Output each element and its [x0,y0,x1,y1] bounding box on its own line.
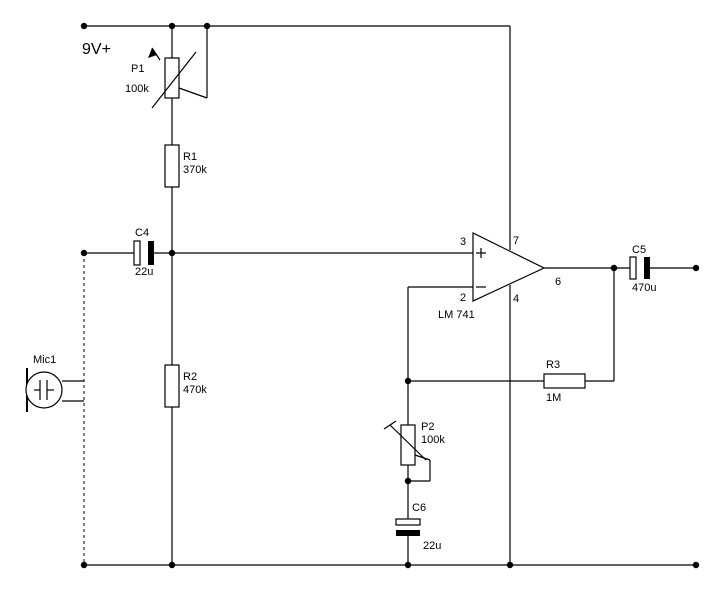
c6-ref-label: C6 [412,502,426,514]
supply-label: 9V+ [82,41,111,58]
opamp-pin4-label: 4 [513,293,519,305]
opamp-pin7-label: 7 [513,235,519,247]
opamp-pin2-label: 2 [460,292,466,304]
wire [414,454,431,461]
capacitor-c4 [133,240,154,266]
r3-value-label: 1M [546,392,561,404]
r2-value-label: 470k [183,384,207,396]
opamp-lm741 [472,232,546,302]
r1-value-label: 370k [183,164,207,176]
r3-ref-label: R3 [546,359,560,371]
c5-value-label: 470u [632,282,656,294]
resistor-r3 [543,373,586,389]
c4-ref-label: C4 [135,227,149,239]
c6-value-label: 22u [423,540,441,552]
opamp-pin6-label: 6 [555,276,561,288]
opamp-pin3-label: 3 [460,236,466,248]
capacitor-c6 [395,518,421,536]
resistor-r2 [164,364,180,408]
microphone-mic1 [25,368,84,412]
c4-value-label: 22u [135,266,153,278]
p2-ref-label: P2 [421,421,434,433]
mic1-ref-label: Mic1 [33,354,56,366]
p2-value-label: 100k [421,434,445,446]
resistor-r1 [164,144,180,188]
p1-ref-label: P1 [131,63,144,75]
p1-value-label: 100k [125,83,149,95]
r1-ref-label: R1 [183,151,197,163]
wire [178,87,208,99]
potentiometer-p2 [383,420,427,466]
junction-dots [80,22,700,569]
potentiometer-p1 [148,47,197,109]
opamp-ref-label: LM 741 [438,309,475,321]
c5-ref-label: C5 [632,244,646,256]
r2-ref-label: R2 [183,371,197,383]
capacitor-c5 [629,256,650,280]
